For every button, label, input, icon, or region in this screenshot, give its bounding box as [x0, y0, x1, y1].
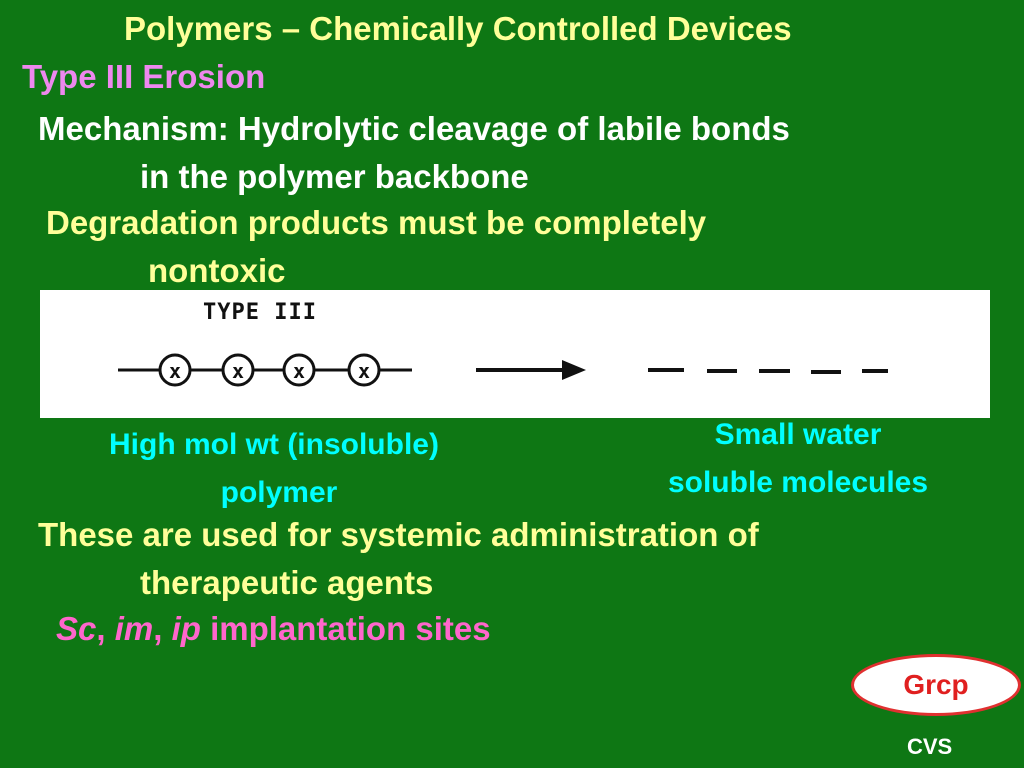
slide-title: Polymers – Chemically Controlled Devices: [124, 10, 792, 47]
sites-im: im: [114, 610, 154, 647]
usage-line-2: therapeutic agents: [140, 564, 434, 601]
chain-node: x: [221, 353, 255, 387]
degradation-line-2: nontoxic: [148, 252, 286, 289]
slide-subtitle: Type III Erosion: [22, 58, 266, 95]
mechanism-line-2: in the polymer backbone: [140, 158, 529, 195]
implantation-sites: Sc, im, ip implantation sites: [56, 610, 491, 648]
sites-sc: Sc: [56, 610, 97, 647]
chain-node-symbol: x: [169, 359, 181, 383]
sites-rest: implantation sites: [200, 610, 491, 647]
footer-label: CVS: [907, 734, 953, 759]
right-caption-line-2: soluble molecules: [667, 466, 929, 499]
grcp-badge: Grcp: [851, 654, 1021, 716]
sites-comma-2: ,: [153, 610, 172, 647]
chain-node-symbol: x: [232, 359, 244, 383]
chain-node: x: [347, 353, 381, 387]
diagram-label: TYPE III: [203, 300, 317, 325]
degradation-line-1: Degradation products must be completely: [46, 204, 707, 241]
chain-node: x: [282, 353, 316, 387]
chain-node-symbol: x: [293, 359, 305, 383]
fragment-dashes: [648, 368, 888, 374]
mechanism-line-1: Mechanism: Hydrolytic cleavage of labile…: [38, 110, 790, 147]
chain-node: x: [158, 353, 192, 387]
chain-node-symbol: x: [358, 359, 370, 383]
badge-text: Grcp: [903, 669, 969, 700]
arrow-icon: [476, 360, 586, 380]
polymer-chain-svg: x x x x: [118, 353, 888, 387]
erosion-diagram: TYPE III x x x x: [40, 290, 990, 418]
right-caption-line-1: Small water: [714, 418, 882, 451]
left-caption-line-1: High mol wt (insoluble): [109, 428, 439, 461]
usage-line-1: These are used for systemic administrati…: [38, 516, 759, 553]
left-caption-line-2: polymer: [220, 476, 338, 509]
sites-ip: ip: [171, 610, 201, 647]
sites-comma-1: ,: [96, 610, 115, 647]
